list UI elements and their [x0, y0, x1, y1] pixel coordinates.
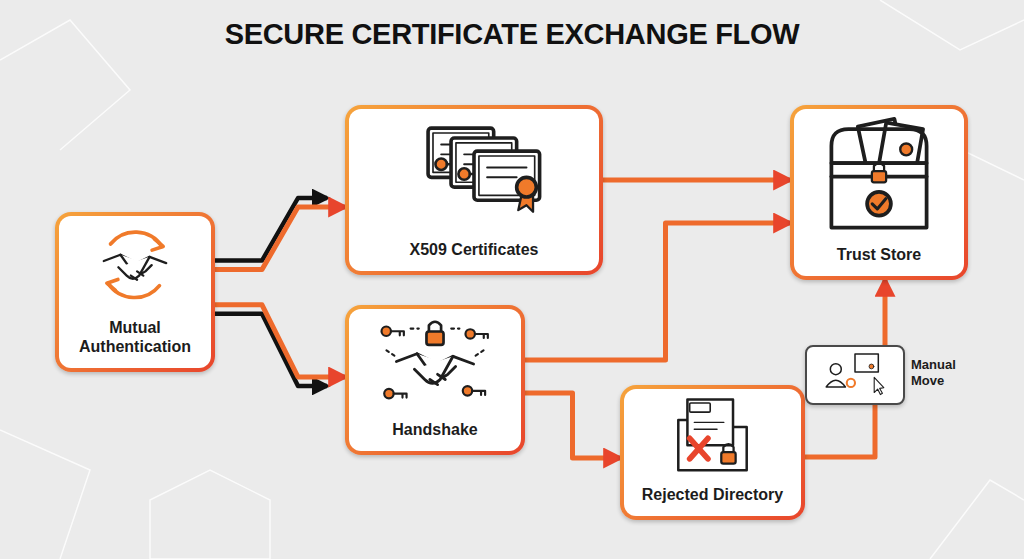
handshake-symbol [104, 255, 166, 280]
icon [349, 315, 521, 410]
lock-symbol [721, 444, 735, 463]
process-box: X509 Certificates [345, 105, 603, 275]
connector-arrow [603, 178, 790, 183]
node-label: X509 Certificates [355, 240, 593, 259]
hand [118, 257, 149, 279]
process-box: Mutual Authentication [55, 212, 215, 372]
check-mark [872, 199, 886, 209]
action-callout: Manual Move [805, 345, 905, 405]
key-blade [472, 391, 485, 395]
finger [131, 271, 143, 279]
certificate-lines [487, 167, 526, 177]
hand [414, 356, 453, 383]
key-bow [463, 386, 472, 395]
handshake-symbol [396, 354, 473, 385]
document-lines [694, 422, 724, 429]
icon [349, 115, 599, 230]
process-box: Rejected Directory [620, 385, 805, 520]
lock-shackle [723, 444, 733, 452]
connector-arrow [525, 393, 620, 458]
stop-plate [690, 403, 711, 412]
lock-body [872, 171, 886, 182]
cycle-arrowhead [152, 239, 163, 250]
icon [59, 222, 211, 308]
key-bow [458, 168, 469, 179]
key-bow [435, 158, 446, 169]
key-symbol [384, 389, 406, 398]
dotted-link [386, 329, 484, 356]
gear [847, 379, 855, 387]
key-symbol [381, 327, 403, 336]
lock-shackle [874, 163, 884, 171]
lock-symbol [426, 322, 443, 345]
cursor [874, 377, 884, 394]
cycle-arrowhead [107, 279, 118, 290]
icon [807, 350, 903, 398]
node-label: Trust Store [800, 245, 958, 264]
certificate [855, 354, 878, 372]
lock-symbol [872, 163, 886, 182]
seal [869, 364, 874, 369]
connector-arrow [883, 280, 888, 345]
finger [430, 374, 445, 384]
lock-shackle [429, 322, 441, 332]
connector-arrow [215, 305, 345, 377]
node-label: Handshake [355, 420, 515, 439]
chest-lid [831, 129, 926, 163]
chest-body [831, 163, 926, 228]
certificate [474, 151, 540, 200]
node-label: Rejected Directory [630, 485, 795, 504]
key-blade [475, 334, 488, 338]
seal [900, 143, 912, 155]
lock-body [426, 332, 443, 345]
key-symbol [463, 386, 485, 395]
icon [624, 395, 801, 475]
background-line [880, 0, 1024, 50]
node-label: Mutual Authentication [65, 318, 205, 356]
background-line [150, 470, 270, 559]
reject-cross [690, 438, 708, 459]
node-label: Manual Move [911, 357, 967, 388]
icon [794, 115, 964, 235]
key-bow [384, 389, 393, 398]
diagram-title: SECURE CERTIFICATE EXCHANGE FLOW [0, 18, 1024, 51]
key-symbol [465, 329, 487, 338]
seal [517, 177, 537, 197]
key-bow [465, 329, 474, 338]
process-box: Handshake [345, 305, 525, 455]
key-bow [381, 327, 390, 336]
key-blade [394, 394, 407, 398]
lock-body [721, 452, 735, 463]
person-body [826, 380, 845, 387]
background-line [0, 430, 90, 559]
background-line [930, 480, 1024, 559]
connector-arrow [805, 405, 875, 457]
key-blade [391, 331, 404, 335]
background-line [0, 20, 130, 150]
check-badge [867, 192, 891, 216]
connector-arrow [215, 207, 345, 270]
storage-box: Trust Store [790, 105, 968, 280]
person-head [830, 364, 841, 375]
